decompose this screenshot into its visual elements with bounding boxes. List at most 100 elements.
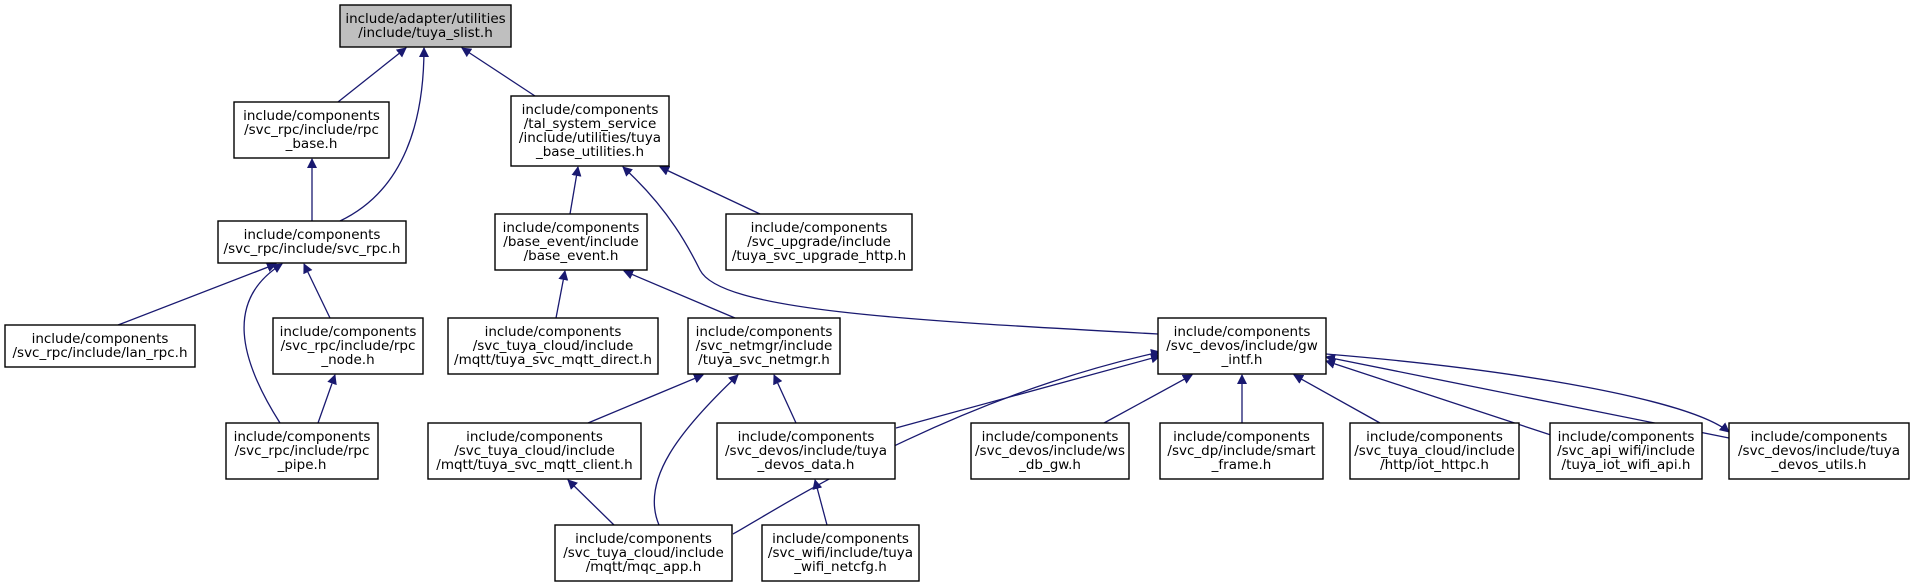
edge-n14-n10 — [1103, 374, 1193, 424]
file-node[interactable]: include/components/svc_tuya_cloud/includ… — [1349, 422, 1520, 480]
file-node[interactable]: include/components/svc_rpc/include/rpc_b… — [233, 101, 390, 159]
node-label-line: include/components — [1558, 429, 1695, 445]
node-label-line: include/components — [503, 220, 640, 236]
node-label-line: include/components — [1751, 429, 1888, 445]
edge-n3-n0 — [339, 47, 429, 222]
file-node[interactable]: include/components/svc_api_wifi/include/… — [1549, 422, 1703, 480]
node-label-line: /svc_tuya_cloud/include — [1354, 443, 1515, 459]
node-box — [427, 422, 642, 480]
node-box — [272, 317, 424, 375]
node-label-line: include/components — [466, 429, 603, 445]
file-node[interactable]: include/components/svc_devos/include/tuy… — [1728, 422, 1910, 480]
node-label-line: /base_event.h — [524, 248, 619, 264]
node-box — [687, 317, 841, 375]
node-label-line: include/adapter/utilities — [345, 11, 505, 27]
node-label-line: /http/iot_httpc.h — [1380, 457, 1489, 473]
node-label-line: _base_utilities.h — [535, 144, 644, 160]
node-label-line: include/components — [32, 331, 169, 347]
node-box — [217, 220, 407, 264]
node-label-line: include/components — [696, 324, 833, 340]
node-label-line: /base_event/include — [503, 234, 638, 250]
file-node[interactable]: include/components/svc_rpc/include/rpc_n… — [272, 317, 424, 375]
node-box — [554, 524, 733, 582]
edge-n4-n2 — [569, 166, 582, 215]
file-node[interactable]: include/components/svc_dp/include/smart_… — [1159, 422, 1324, 480]
node-label-line: include/components — [738, 429, 875, 445]
file-node[interactable]: include/components/svc_netmgr/include/tu… — [687, 317, 841, 375]
node-label-line: include/components — [280, 324, 417, 340]
edge-n5-n2 — [659, 166, 761, 215]
file-node[interactable]: include/components/svc_rpc/include/rpc_p… — [225, 422, 379, 480]
file-node[interactable]: include/components/svc_upgrade/include/t… — [725, 213, 913, 271]
node-label-line: include/components — [982, 429, 1119, 445]
node-label-line: _devos_utils.h — [1771, 457, 1867, 473]
edge-n11-n3 — [243, 263, 283, 424]
node-label-line: /svc_dp/include/smart — [1167, 443, 1315, 459]
node-label-line: /include/utilities/tuya — [519, 130, 661, 146]
node-label-line: _intf.h — [1221, 352, 1263, 368]
edge-n19-n12 — [567, 479, 615, 526]
node-label-line: /include/tuya_slist.h — [358, 25, 493, 41]
file-node[interactable]: include/components/svc_devos/include/ws_… — [970, 422, 1130, 480]
edge-n13-n10 — [895, 353, 1161, 429]
node-label-line: /mqtt/mqc_app.h — [586, 559, 702, 575]
node-label-line: /svc_tuya_cloud/include — [563, 545, 724, 561]
file-node[interactable]: include/components/svc_wifi/include/tuya… — [761, 524, 920, 582]
edge-n10-n2 — [622, 166, 1159, 335]
node-box — [225, 422, 379, 480]
edge-n13-n9 — [773, 374, 797, 424]
node-box — [970, 422, 1130, 480]
node-label-line: /tuya_iot_wifi_api.h — [1562, 457, 1691, 473]
file-node[interactable]: include/components/svc_tuya_cloud/includ… — [427, 422, 642, 480]
node-label-line: /svc_devos/include/tuya — [725, 443, 887, 459]
file-node[interactable]: include/components/svc_devos/include/tuy… — [716, 422, 896, 480]
node-label-line: include/components — [522, 102, 659, 118]
node-label-line: include/components — [1366, 429, 1503, 445]
node-box — [1159, 422, 1324, 480]
node-label-line: /svc_rpc/include/svc_rpc.h — [224, 241, 401, 257]
node-label-line: /svc_devos/include/gw — [1166, 338, 1318, 354]
file-node[interactable]: include/components/tal_system_service/in… — [510, 95, 670, 167]
node-label-line: include/components — [244, 227, 381, 243]
node-box — [447, 317, 659, 375]
edge-n7-n3 — [303, 263, 331, 319]
node-label-line: _pipe.h — [277, 457, 327, 473]
node-label-line: /tuya_svc_netmgr.h — [698, 352, 830, 368]
node-label-line: /svc_api_wifi/include — [1557, 443, 1695, 459]
node-label-line: _node.h — [320, 352, 374, 368]
edge-n6-n3 — [117, 262, 277, 326]
node-box — [510, 95, 670, 167]
node-box — [339, 4, 512, 48]
edge-n16-n10 — [1293, 374, 1381, 424]
edge-n8-n4 — [555, 270, 569, 319]
node-label-line: /mqtt/tuya_svc_mqtt_client.h — [436, 457, 632, 473]
edge-n17-n10 — [1325, 359, 1561, 439]
dependency-edges — [117, 47, 1730, 535]
file-node[interactable]: include/components/svc_rpc/include/lan_r… — [4, 324, 196, 368]
file-node[interactable]: include/components/svc_rpc/include/svc_r… — [217, 220, 407, 264]
node-box — [1728, 422, 1910, 480]
node-label-line: /svc_rpc/include/rpc — [244, 122, 379, 138]
file-nodes: include/adapter/utilities/include/tuya_s… — [4, 4, 1910, 582]
node-label-line: include/components — [243, 108, 380, 124]
edge-n11-n7 — [317, 374, 337, 424]
node-label-line: /svc_rpc/include/lan_rpc.h — [12, 345, 187, 361]
node-box — [494, 213, 648, 271]
edge-n19-n9 — [653, 374, 739, 526]
node-label-line: /tuya_svc_upgrade_http.h — [732, 248, 906, 264]
file-node[interactable]: include/components/base_event/include/ba… — [494, 213, 648, 271]
node-label-line: /mqtt/tuya_svc_mqtt_direct.h — [454, 352, 652, 368]
node-box — [233, 101, 390, 159]
node-label-line: _base.h — [285, 136, 338, 152]
file-node[interactable]: include/components/svc_devos/include/gw_… — [1157, 317, 1327, 375]
file-node[interactable]: include/components/svc_tuya_cloud/includ… — [554, 524, 733, 582]
node-label-line: _wifi_netcfg.h — [793, 559, 887, 575]
node-label-line: include/components — [1174, 324, 1311, 340]
node-label-line: /svc_devos/include/tuya — [1738, 443, 1900, 459]
node-label-line: /svc_rpc/include/rpc — [235, 443, 370, 459]
root-file-node[interactable]: include/adapter/utilities/include/tuya_s… — [339, 4, 512, 48]
file-node[interactable]: include/components/svc_tuya_cloud/includ… — [447, 317, 659, 375]
node-label-line: include/components — [234, 429, 371, 445]
node-label-line: /svc_tuya_cloud/include — [473, 338, 634, 354]
